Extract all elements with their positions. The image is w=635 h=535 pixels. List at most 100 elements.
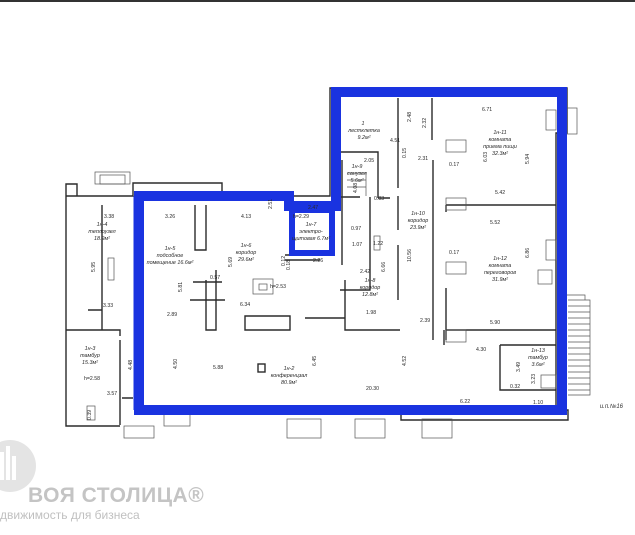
top-border-line xyxy=(0,0,635,2)
svg-text:санузел: санузел xyxy=(347,171,367,177)
svg-text:2.31: 2.31 xyxy=(418,156,428,162)
svg-text:1.10: 1.10 xyxy=(533,400,543,406)
svg-text:коридор: коридор xyxy=(360,285,381,291)
svg-text:0.39: 0.39 xyxy=(87,410,93,420)
svg-text:15.3м²: 15.3м² xyxy=(82,360,98,366)
svg-text:6.45: 6.45 xyxy=(312,356,318,366)
svg-text:1н-5: 1н-5 xyxy=(165,246,177,252)
svg-text:5.52: 5.52 xyxy=(490,220,500,226)
svg-text:2.42: 2.42 xyxy=(360,269,370,275)
svg-text:0.17: 0.17 xyxy=(449,162,459,168)
svg-text:комната: комната xyxy=(489,137,512,143)
svg-text:3.33: 3.33 xyxy=(103,303,113,309)
room-label-1: 1 xyxy=(362,121,365,127)
svg-text:3.6м²: 3.6м² xyxy=(532,362,545,368)
svg-text:коридор: коридор xyxy=(236,250,257,256)
svg-text:10.56: 10.56 xyxy=(407,249,413,262)
svg-text:0.18: 0.18 xyxy=(286,260,292,270)
svg-text:0.32: 0.32 xyxy=(510,384,520,390)
svg-text:1.22: 1.22 xyxy=(373,241,383,247)
svg-text:0.17: 0.17 xyxy=(449,250,459,256)
svg-text:4.50: 4.50 xyxy=(173,359,179,369)
svg-text:5.6м²: 5.6м² xyxy=(351,178,364,184)
svg-text:0.97: 0.97 xyxy=(351,226,361,232)
svg-text:0.83: 0.83 xyxy=(374,196,384,202)
watermark-subtitle: движимость для бизнеса xyxy=(0,508,140,522)
svg-text:23.9м²: 23.9м² xyxy=(409,225,426,231)
svg-text:1н-2: 1н-2 xyxy=(284,366,295,372)
svg-text:4.08: 4.08 xyxy=(353,183,359,193)
svg-text:20.30: 20.30 xyxy=(366,386,379,392)
svg-text:1н-9: 1н-9 xyxy=(352,164,363,170)
svg-text:80.9м²: 80.9м² xyxy=(281,380,297,386)
svg-text:1н-6: 1н-6 xyxy=(241,243,252,249)
room-labels: 1 лестклетка 9.2м² 1н-2 конференцзал 80.… xyxy=(80,121,548,386)
svg-text:1н-3: 1н-3 xyxy=(85,346,96,352)
svg-text:5.69: 5.69 xyxy=(228,257,234,267)
svg-text:4.48: 4.48 xyxy=(128,360,134,370)
svg-text:2.32: 2.32 xyxy=(422,118,428,128)
sheet-number: и.п.№16 xyxy=(599,404,623,410)
highlighted-area xyxy=(133,87,567,415)
svg-text:4.51: 4.51 xyxy=(390,138,400,144)
svg-text:1н-7: 1н-7 xyxy=(306,222,318,228)
svg-text:9.2м²: 9.2м² xyxy=(358,135,371,141)
height-labels: h=2.29 h=2.53 h=2.58 xyxy=(84,214,309,382)
svg-text:1н-10: 1н-10 xyxy=(411,211,425,217)
watermark-logo xyxy=(0,440,36,492)
svg-text:5.81: 5.81 xyxy=(178,282,184,292)
svg-text:1н-4: 1н-4 xyxy=(97,222,108,228)
svg-text:h=2.53: h=2.53 xyxy=(270,284,286,290)
svg-text:6.22: 6.22 xyxy=(460,399,470,405)
svg-text:конференцзал: конференцзал xyxy=(271,373,308,379)
dimension-labels: 3.38 3.26 4.13 2.47 6.71 2.48 2.32 4.51 … xyxy=(87,107,543,420)
svg-text:2.39: 2.39 xyxy=(420,318,430,324)
svg-text:6.03: 6.03 xyxy=(483,152,489,162)
svg-text:3.23: 3.23 xyxy=(531,374,537,384)
svg-text:0.15: 0.15 xyxy=(402,148,408,158)
svg-text:2.05: 2.05 xyxy=(364,158,374,164)
svg-text:теплоузел: теплоузел xyxy=(88,229,115,235)
svg-text:5.88: 5.88 xyxy=(213,365,223,371)
svg-text:переговоров: переговоров xyxy=(484,270,516,276)
svg-text:32.3м²: 32.3м² xyxy=(492,151,508,157)
svg-text:2.26: 2.26 xyxy=(313,258,323,264)
svg-text:комната: комната xyxy=(489,263,512,269)
svg-text:5.95: 5.95 xyxy=(91,262,97,272)
svg-text:щитовая 6.7м²: щитовая 6.7м² xyxy=(292,236,330,242)
svg-text:6.34: 6.34 xyxy=(240,302,250,308)
svg-text:2.47: 2.47 xyxy=(308,205,318,211)
svg-text:1н-13: 1н-13 xyxy=(531,348,545,354)
svg-text:1.07: 1.07 xyxy=(352,242,362,248)
svg-text:2.89: 2.89 xyxy=(167,312,177,318)
svg-text:1н-8: 1н-8 xyxy=(365,278,376,284)
svg-text:18.9м²: 18.9м² xyxy=(94,236,110,242)
interior-walls xyxy=(66,98,557,425)
svg-text:1н-12: 1н-12 xyxy=(493,256,507,262)
svg-text:тамбур: тамбур xyxy=(80,353,100,359)
svg-text:0.57: 0.57 xyxy=(210,275,220,281)
svg-text:приема пищи: приема пищи xyxy=(483,144,517,150)
svg-text:h=2.29: h=2.29 xyxy=(293,214,309,220)
svg-text:помещение 16.6м²: помещение 16.6м² xyxy=(147,260,194,266)
svg-text:29.6м²: 29.6м² xyxy=(237,257,254,263)
svg-text:1н-11: 1н-11 xyxy=(493,130,506,136)
svg-text:1.98: 1.98 xyxy=(366,310,376,316)
svg-text:подсобное: подсобное xyxy=(157,253,184,259)
svg-text:2.51: 2.51 xyxy=(268,199,274,209)
svg-text:4.52: 4.52 xyxy=(402,356,408,366)
svg-text:2.48: 2.48 xyxy=(407,112,413,122)
svg-text:12.8м²: 12.8м² xyxy=(362,292,378,298)
svg-text:коридор: коридор xyxy=(408,218,429,224)
svg-text:6.86: 6.86 xyxy=(525,248,531,258)
svg-text:5.94: 5.94 xyxy=(525,154,531,164)
svg-text:6.71: 6.71 xyxy=(482,107,492,113)
svg-text:5.90: 5.90 xyxy=(490,320,500,326)
svg-text:4.30: 4.30 xyxy=(476,347,486,353)
svg-text:3.38: 3.38 xyxy=(104,214,114,220)
svg-text:3.49: 3.49 xyxy=(516,362,522,372)
svg-text:3.26: 3.26 xyxy=(165,214,175,220)
svg-text:0.12: 0.12 xyxy=(281,256,287,266)
svg-text:6.66: 6.66 xyxy=(381,262,387,272)
